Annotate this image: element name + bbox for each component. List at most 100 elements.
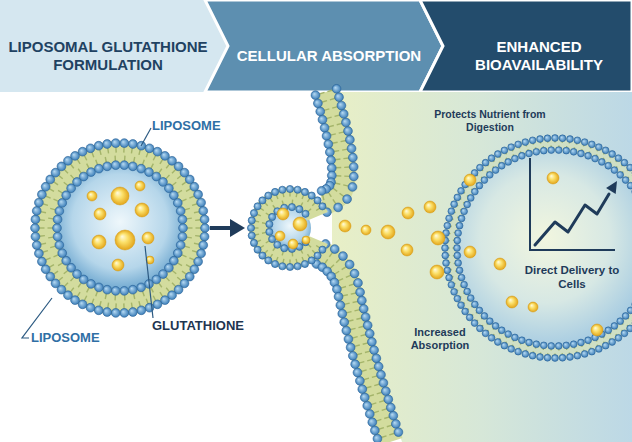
- lipid-head: [32, 241, 41, 250]
- lipid-head: [617, 171, 624, 178]
- lipid-tail: [351, 293, 356, 294]
- lipid-tail: [87, 164, 90, 169]
- lipid-tail: [151, 287, 154, 292]
- lipid-head: [462, 181, 469, 188]
- lipid-tail: [270, 254, 272, 258]
- lipid-tail: [323, 195, 324, 200]
- lipid-tail: [334, 271, 339, 274]
- glutathione-molecule: [494, 258, 506, 270]
- part-label: LIPOSOME: [152, 118, 221, 133]
- lipid-tail: [376, 419, 381, 421]
- lipid-head: [370, 346, 379, 355]
- lipid-head: [444, 222, 451, 229]
- lipid-tail: [96, 291, 98, 296]
- lipid-tail: [341, 286, 346, 288]
- lipid-tail: [344, 175, 350, 177]
- lipid-head: [319, 246, 326, 253]
- lipid-head: [356, 288, 365, 297]
- lipid-tail: [262, 222, 266, 224]
- lipid-head: [86, 303, 95, 312]
- lipid-head: [627, 164, 632, 171]
- lipid-tail: [45, 258, 50, 260]
- lipid-tail: [172, 169, 176, 173]
- lipid-head: [94, 306, 103, 315]
- lipid-head: [529, 352, 536, 359]
- lipid-head: [86, 144, 95, 153]
- lipid-head: [137, 283, 146, 292]
- lipid-tail: [105, 294, 106, 299]
- lipid-tails: [318, 248, 395, 438]
- lipid-head: [622, 177, 629, 184]
- lipid-head: [318, 115, 327, 124]
- lipid-tail: [302, 257, 304, 261]
- lipid-head: [357, 296, 366, 305]
- lipid-head: [201, 224, 210, 233]
- lipid-head: [250, 239, 257, 246]
- lipid-head: [518, 337, 525, 344]
- lipid-tail: [336, 259, 340, 263]
- lipid-tail: [343, 157, 349, 159]
- lipid-tail: [282, 193, 284, 197]
- glutathione-molecule: [424, 201, 436, 213]
- lipid-tail: [77, 159, 80, 164]
- lipid-tail: [96, 160, 98, 165]
- lipid-head: [544, 354, 551, 361]
- lipid-tail: [365, 351, 370, 352]
- lipid-head: [334, 203, 343, 212]
- lipid-head: [279, 186, 286, 193]
- lipid-head: [296, 206, 303, 213]
- lipid-head: [384, 395, 393, 404]
- lipid-tail: [341, 140, 346, 141]
- lipid-head: [454, 252, 461, 259]
- lipid-head: [313, 99, 322, 108]
- lipid-head: [548, 147, 555, 154]
- lipid-tail: [43, 251, 48, 253]
- lipid-tail: [54, 255, 59, 257]
- lipid-head: [128, 285, 137, 294]
- lipid-head: [574, 137, 581, 144]
- lipid-head: [351, 360, 360, 369]
- lipid-head: [37, 190, 46, 199]
- lipid-head: [279, 263, 286, 270]
- lipid-head: [322, 132, 331, 141]
- lipid-tail: [41, 243, 46, 244]
- lipid-head: [128, 308, 137, 317]
- lipid-head: [53, 232, 62, 241]
- lipid-head: [455, 260, 462, 267]
- lipid-head: [103, 308, 112, 317]
- lipid-head: [330, 245, 339, 254]
- lipid-tail: [255, 220, 259, 222]
- lipid-tail: [348, 320, 353, 321]
- lipid-tail: [45, 196, 50, 198]
- lipid-head: [391, 420, 400, 429]
- lipid-tail: [123, 147, 125, 153]
- lipid-head: [492, 323, 499, 330]
- lipid-head: [288, 203, 295, 210]
- lipid-tail: [349, 284, 354, 286]
- lipid-head: [334, 292, 343, 301]
- lipid-head: [540, 342, 547, 349]
- lipid-tail: [389, 433, 394, 435]
- lipid-tail: [189, 196, 194, 198]
- lipid-head: [103, 285, 112, 294]
- lipid-tail: [346, 275, 351, 277]
- lipid-tail: [265, 203, 268, 206]
- lipid-tail: [330, 265, 334, 269]
- lipid-tail: [342, 295, 347, 296]
- lipid-tail: [139, 301, 140, 306]
- lipid-head: [386, 403, 395, 412]
- lipid-head: [321, 240, 330, 249]
- lipid-head: [588, 141, 595, 148]
- lipid-tail: [71, 277, 75, 281]
- lipid-head: [266, 228, 273, 235]
- glutathione-molecule: [402, 207, 414, 219]
- glutathione-molecule: [339, 220, 351, 232]
- lipid-head: [548, 343, 555, 350]
- glutathione-molecule: [464, 174, 476, 186]
- lipid-head: [332, 84, 341, 93]
- lipid-tails: [254, 192, 320, 264]
- lipid-head: [605, 327, 612, 334]
- lipid-head: [55, 241, 64, 250]
- lipid-tail: [78, 283, 81, 288]
